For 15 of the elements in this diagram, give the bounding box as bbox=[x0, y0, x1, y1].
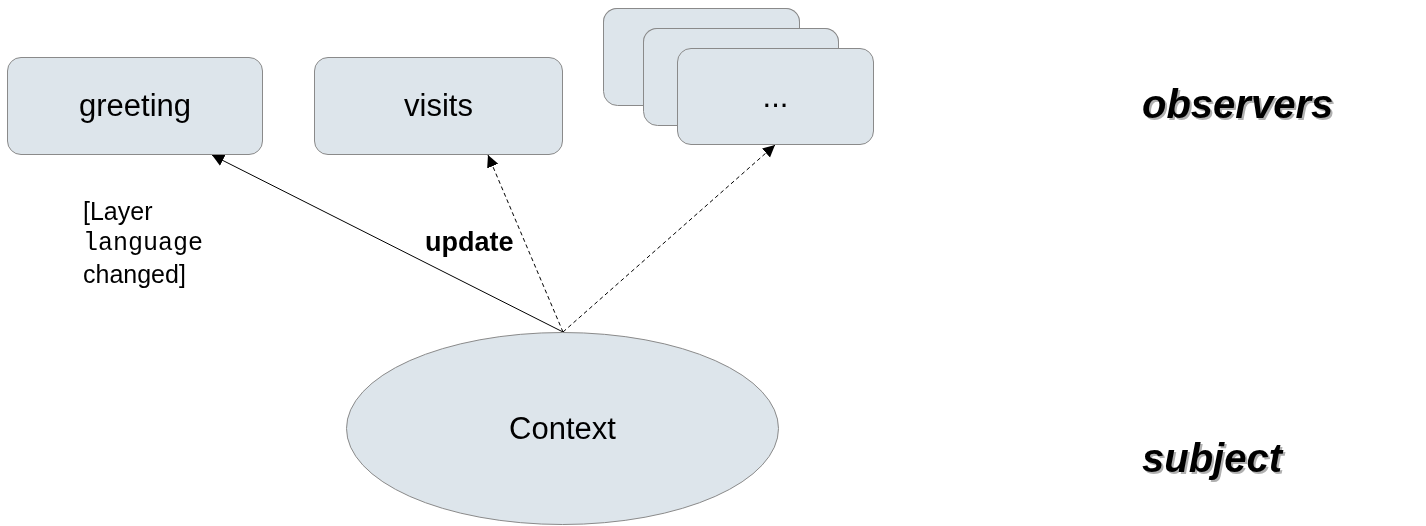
arrow bbox=[562, 144, 776, 333]
layer-label: observers bbox=[1142, 82, 1334, 127]
ellipse-node bbox=[346, 332, 779, 525]
arrow bbox=[211, 154, 564, 333]
layer-label: subject bbox=[1142, 436, 1283, 481]
process-box bbox=[677, 48, 874, 145]
node-label: greeting bbox=[79, 88, 191, 124]
edge-label: update bbox=[425, 226, 514, 259]
node-label: Context bbox=[509, 410, 616, 447]
process-box bbox=[7, 57, 263, 155]
arrow bbox=[487, 154, 564, 333]
node-label: ... bbox=[762, 78, 789, 115]
node-label: visits bbox=[404, 88, 473, 124]
edge-label: [Layer language changed] bbox=[83, 196, 204, 289]
process-box bbox=[314, 57, 563, 155]
